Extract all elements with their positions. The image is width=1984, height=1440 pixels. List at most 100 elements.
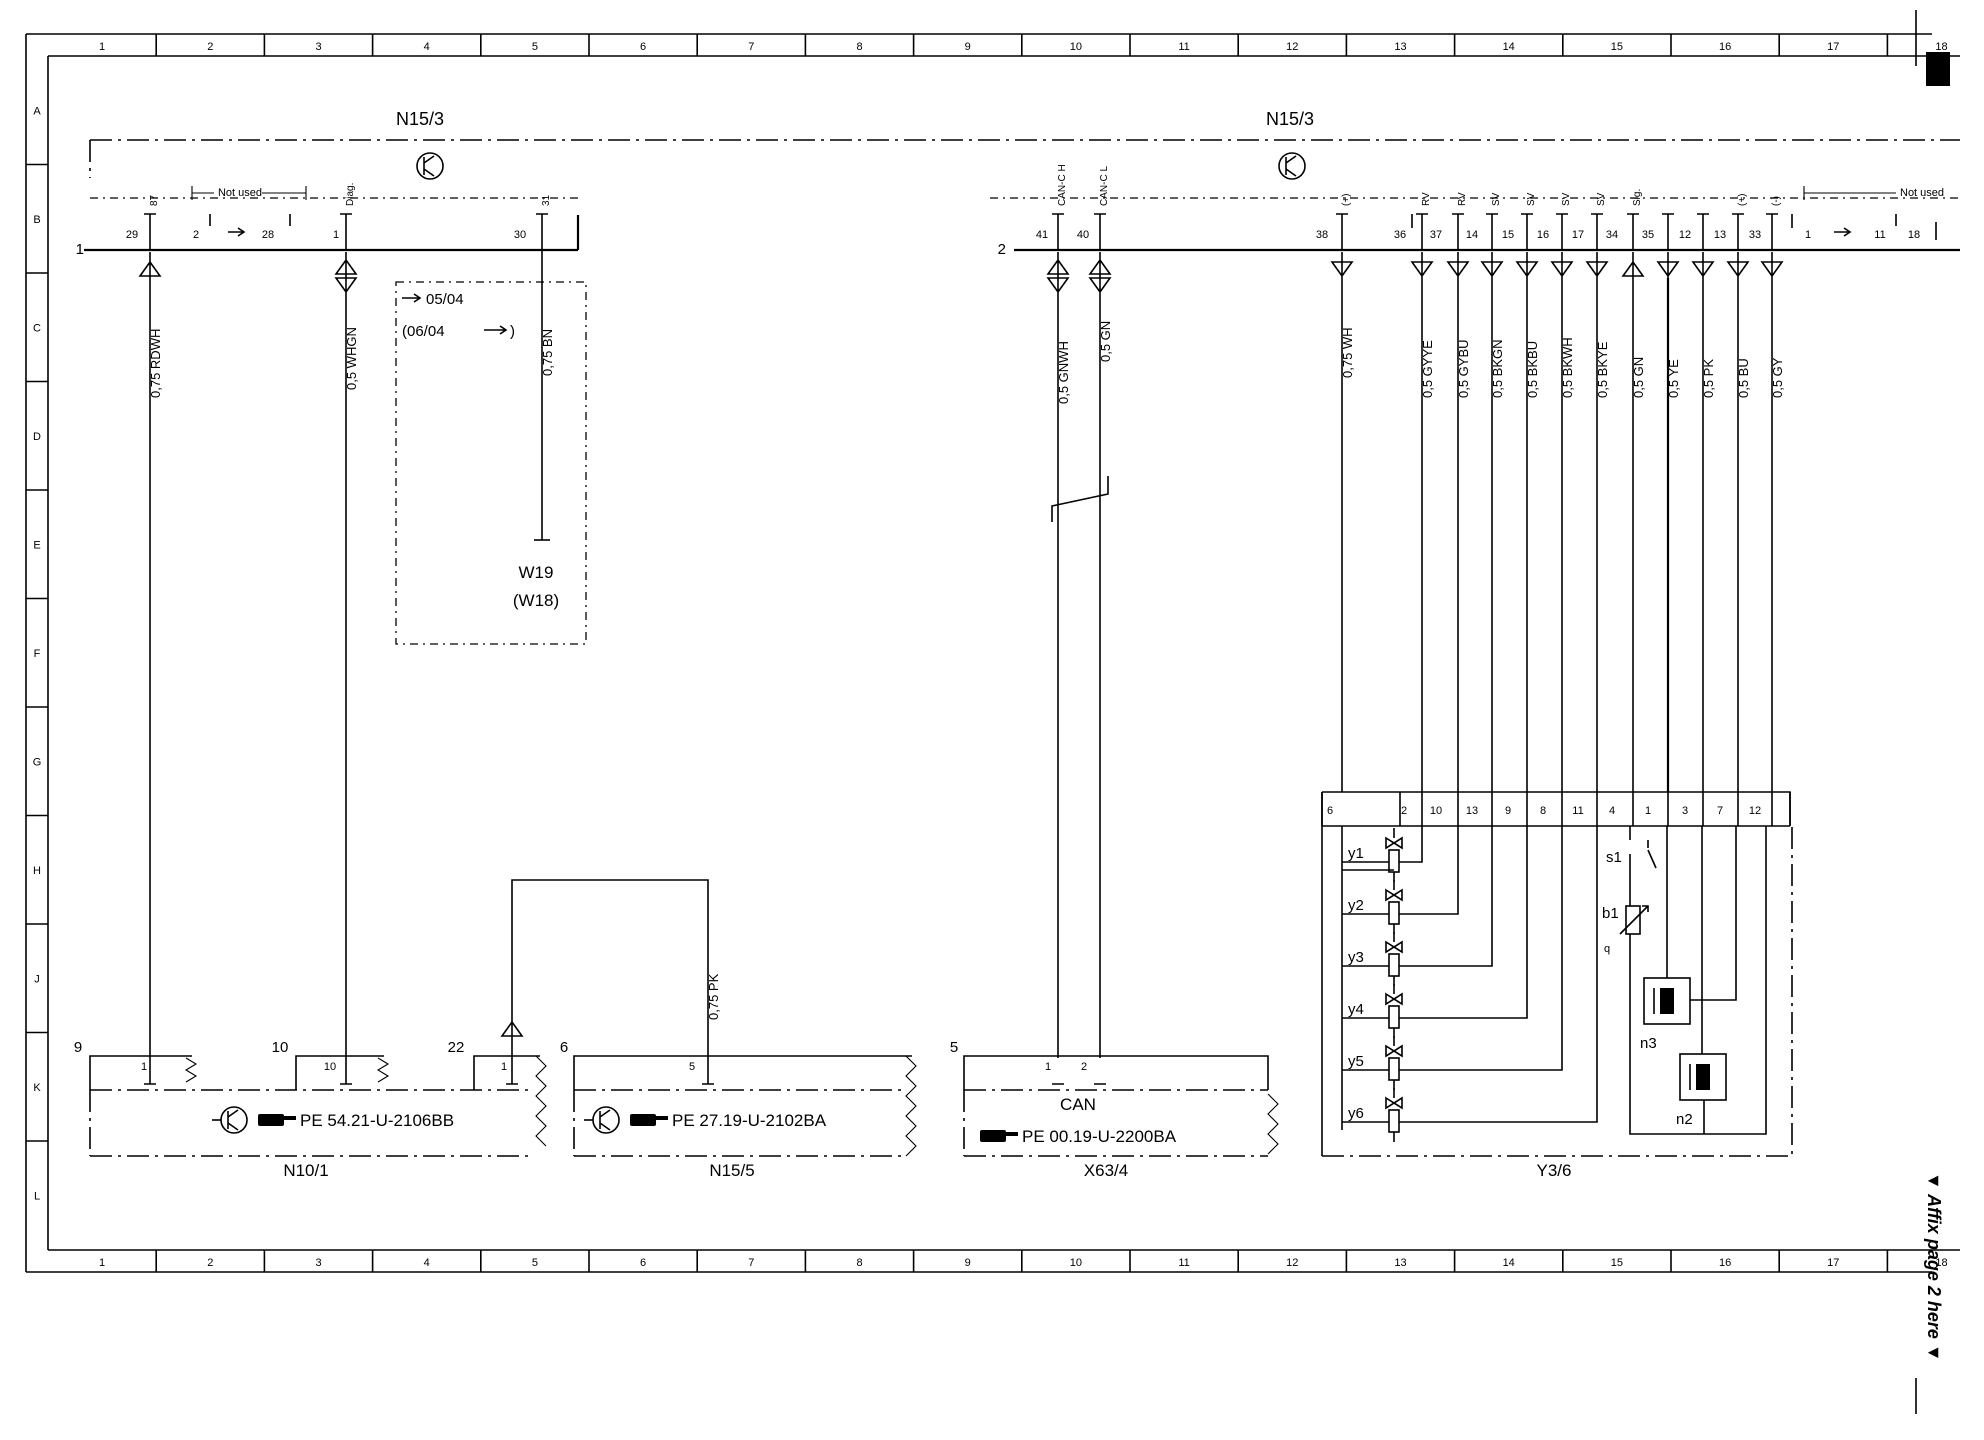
grid-column-label: 8 [856,1257,862,1269]
variant-box: 05/04 (06/04 ) W19 (W18) [395,281,587,645]
arrow-right-icon [484,325,508,335]
wire-label: 0,5 GY [1770,357,1785,398]
grid-column-label: 3 [315,1257,321,1269]
y3-6-pin: 3 [1682,805,1688,817]
module-title-left: N15/3 [396,109,444,129]
grid-column-label: 6 [640,1257,646,1269]
grid-row-label: J [34,973,40,985]
transistor-icon [1278,152,1306,180]
n10-1-connector-3: 22 [448,1039,465,1056]
svg-text:37: 37 [1430,229,1442,241]
ground-point: W19 [519,563,554,582]
pin-17: 17 SV [1556,192,1584,250]
grid-column-label: 2 [207,41,213,53]
svg-text:17: 17 [1572,229,1584,241]
not-used-bracket-right: Not used [1803,186,1944,200]
svg-text:s1: s1 [1606,849,1622,866]
reference-hand-icon [258,1114,296,1126]
svg-text:1: 1 [501,1061,507,1073]
wires-can: 0,5 GNWH 0,5 GN [1051,296,1113,1058]
solenoid-label: y4 [1348,1001,1364,1018]
grid-column-label: 16 [1719,1257,1731,1269]
wire-label: 0,5 BU [1736,358,1751,398]
grid-column-label: 3 [315,41,321,53]
svg-text:n3: n3 [1640,1035,1657,1052]
svg-text:(+): (+) [1737,194,1748,207]
svg-text:2: 2 [1081,1061,1087,1073]
pin-37: 37 RV [1416,192,1442,250]
pin-14: 14 RV [1452,192,1478,250]
svg-text:SV: SV [1526,192,1537,206]
grid-column-label: 17 [1827,1257,1839,1269]
grid-column-label: 5 [532,41,538,53]
x63-4-reference: PE 00.19-U-2200BA [1022,1127,1177,1146]
svg-text:38: 38 [1316,229,1328,241]
grid-column-label: 7 [748,1257,754,1269]
wire-label-bn: 0,75 BN [540,329,555,376]
switch-s1: s1 [1606,840,1657,869]
pin-12: 12 [1679,229,1691,241]
transistor-icon [584,1106,620,1134]
svg-text:87: 87 [149,194,160,206]
grid-column-label: 18 [1935,41,1947,53]
svg-text:40: 40 [1077,229,1089,241]
grid-column-label: 14 [1503,41,1515,53]
grid-column-label: 2 [207,1257,213,1269]
pin-13: 13 [1714,229,1726,241]
reference-hand-icon [630,1114,668,1126]
pin-38: 38 (+) [1316,194,1352,250]
svg-text:Not used: Not used [1900,187,1944,199]
wire-label-rdwh: 0,75 RDWH [148,329,163,398]
arrow-right-icon [402,293,422,303]
grid-row-label: F [34,648,41,660]
grid-column-label: 11 [1178,41,1189,53]
svg-text:q: q [1604,943,1610,955]
connector-2-number: 2 [998,241,1006,258]
solenoid-label: y3 [1348,949,1364,966]
svg-text:31: 31 [541,194,552,206]
wire-label: 0,5 PK [1701,359,1716,398]
arrow-right-icon [1834,227,1852,237]
pin-18: 18 [1908,229,1920,241]
grid-column-label: 13 [1394,41,1406,53]
pin-1-diag: 1 Diag. [333,183,356,250]
module-n15-3-left: N15/3 1 [76,109,1960,258]
svg-text:CAN-C H: CAN-C H [1057,164,1068,206]
module-n15-3-right: N15/3 2 [998,109,1960,258]
variant-to: (06/04 [402,323,445,340]
pin-30: 30 31 [514,194,552,250]
y3-6-pin: 12 [1749,805,1761,817]
y3-6-pin: 9 [1505,805,1511,817]
wire-label: 0,5 GN [1631,357,1646,398]
grid-column-label: 16 [1719,41,1731,53]
grid-column-label: 12 [1286,41,1298,53]
pin-28: 28 [262,229,274,241]
svg-text:10: 10 [324,1061,336,1073]
y3-6-pin: 6 [1327,805,1333,817]
grid-row-label: B [33,214,40,226]
transistor-icon [212,1106,248,1134]
grid-column-label: 4 [424,1257,430,1269]
component-x63-4: 5 1 2 CAN PE 00.19-U-2200BA X63/4 [950,1039,1279,1180]
grid-column-label: 9 [965,41,971,53]
pin-1: 1 [1805,229,1811,241]
pin-11: 11 [1874,229,1885,241]
svg-text:SV: SV [1491,192,1502,206]
reference-hand-icon [980,1130,1018,1142]
svg-text:34: 34 [1606,229,1618,241]
svg-text:15: 15 [1502,229,1514,241]
wire-label: 0,5 BKYE [1595,341,1610,398]
y3-6-name: Y3/6 [1537,1161,1572,1180]
svg-text:35: 35 [1642,229,1654,241]
wire-label: 0,5 GYBU [1456,339,1471,398]
connector-2: 41 CAN-C H 40 CAN-C L 38 (+) 36 37 RV 14… [1036,164,1944,250]
grid-row-label: E [33,539,40,551]
grid-row-label: D [33,431,41,443]
grid-row-label: L [34,1190,40,1202]
module-title-right: N15/3 [1266,109,1314,129]
solenoid-label: y1 [1348,845,1364,862]
grid-column-label: 10 [1070,41,1082,53]
